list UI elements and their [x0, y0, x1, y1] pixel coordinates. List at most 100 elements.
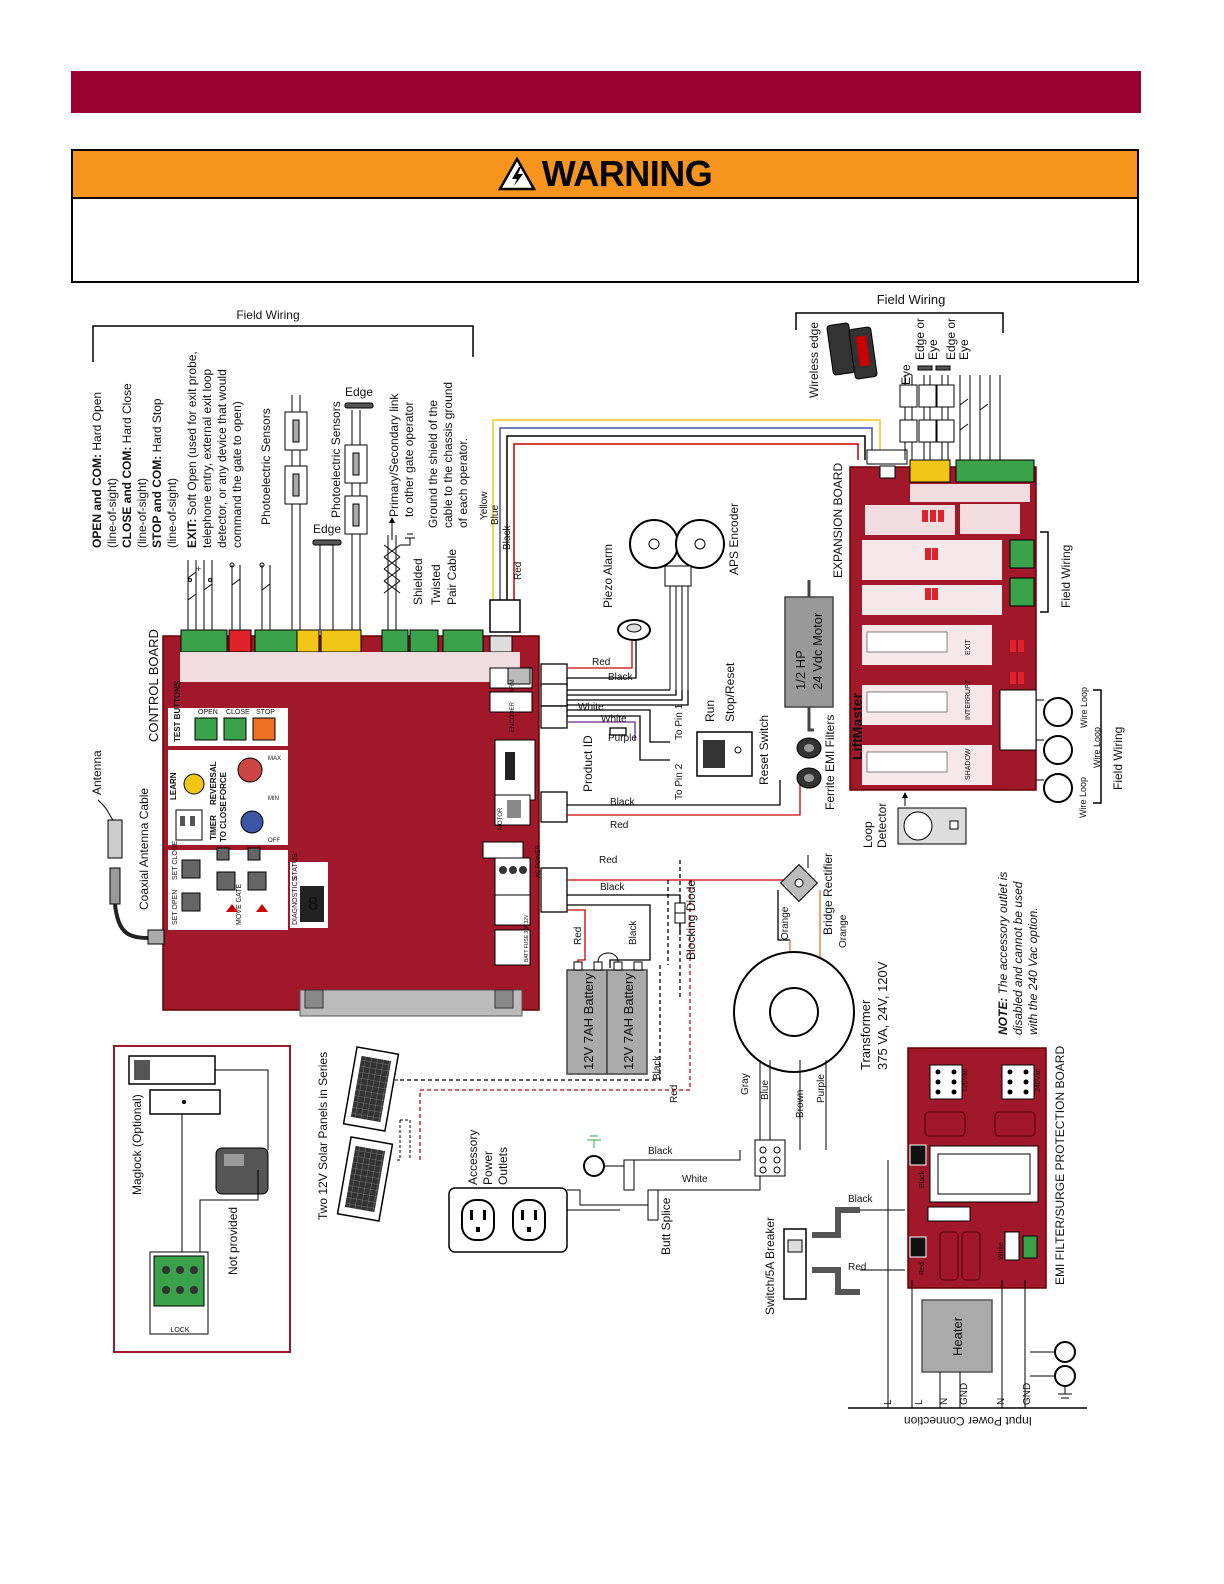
svg-text:with the 240 Vac option.: with the 240 Vac option.: [1026, 907, 1040, 1035]
svg-text:Wire Loop: Wire Loop: [1078, 777, 1088, 818]
svg-text:Not provided: Not provided: [226, 1207, 240, 1275]
svg-text:Black: Black: [608, 672, 633, 683]
svg-text:Black: Black: [648, 1146, 673, 1157]
motor: 1/2 HP 24 Vdc Motor Ferrite EMI Filters: [784, 580, 837, 810]
svg-text:Yellow: Yellow: [479, 491, 490, 520]
svg-text:Blue: Blue: [490, 505, 501, 525]
svg-text:(line-of-sight): (line-of-sight): [165, 478, 179, 548]
svg-text:Twisted: Twisted: [429, 564, 443, 605]
svg-text:FORCE: FORCE: [219, 771, 228, 800]
svg-text:L: L: [914, 1399, 925, 1405]
expansion-board: LiftMaster EXIT INTERRUPT SHADOW EXPANSI…: [831, 449, 1037, 791]
svg-text:Wire Loop: Wire Loop: [1079, 687, 1089, 728]
svg-text:Orange: Orange: [780, 906, 791, 940]
warning-title: WARNING: [541, 153, 713, 194]
svg-text:Red: Red: [610, 820, 628, 831]
svg-text:MIN: MIN: [268, 796, 279, 802]
solar-panels: Two 12V Solar Panels in Series: [316, 1046, 411, 1222]
switch-breaker: Black Red Switch/5A Breaker: [763, 1194, 905, 1315]
svg-text:MAX: MAX: [268, 756, 281, 762]
svg-text:REVERSAL: REVERSAL: [209, 761, 218, 805]
svg-text:24 Vdc Motor: 24 Vdc Motor: [810, 612, 825, 690]
svg-text:GND: GND: [1022, 1383, 1033, 1405]
svg-text:Orange: Orange: [838, 914, 849, 948]
svg-text:cable to the chassis ground: cable to the chassis ground: [441, 382, 455, 528]
svg-text:CLOSE and COM: Hard Close: CLOSE and COM: Hard Close: [120, 383, 134, 548]
svg-text:N: N: [939, 1398, 950, 1405]
svg-text:Maglock (Optional): Maglock (Optional): [130, 1094, 144, 1195]
svg-text:Power: Power: [481, 1151, 495, 1185]
svg-text:(line-of-sight): (line-of-sight): [135, 478, 149, 548]
svg-text:Blue: Blue: [760, 1080, 771, 1100]
control-terminals: [180, 629, 513, 653]
svg-text:1/2 HP: 1/2 HP: [793, 650, 808, 690]
svg-text:LiftMaster: LiftMaster: [849, 693, 865, 760]
svg-text:Accessory: Accessory: [466, 1130, 480, 1185]
control-board: TEST BUTTONS OPEN CLOSE STOP LEARN REVER…: [146, 629, 542, 1017]
svg-text:Antenna: Antenna: [90, 750, 104, 795]
control-inputs-text: OPEN and COM: Hard Open (line-of-sight) …: [90, 351, 470, 605]
control-board-label: CONTROL BOARD: [146, 629, 161, 742]
svg-text:TEST BUTTONS: TEST BUTTONS: [173, 680, 182, 742]
svg-text:detector, or any device that w: detector, or any device that would: [215, 369, 229, 548]
input-switches: +: [187, 395, 415, 630]
svg-text:Stop/Reset: Stop/Reset: [723, 662, 737, 722]
svg-text:Ground the shield of the: Ground the shield of the: [426, 400, 440, 528]
svg-text:LOCK: LOCK: [170, 1327, 189, 1334]
svg-text:MOVE GATE: MOVE GATE: [236, 884, 243, 925]
svg-text:TO CLOSE: TO CLOSE: [219, 801, 228, 842]
svg-text:BATT FUSE 30A 32V: BATT FUSE 30A 32V: [524, 914, 530, 962]
svg-text:N: N: [996, 1398, 1007, 1405]
svg-text:EMI FILTER/SURGE PROTECTION BO: EMI FILTER/SURGE PROTECTION BOARD: [1053, 1046, 1067, 1285]
warning-header: WARNING: [73, 151, 1137, 199]
svg-text:SET CLOSE: SET CLOSE: [172, 841, 179, 880]
svg-text:Black: Black: [502, 525, 513, 550]
svg-text:Reset Switch: Reset Switch: [757, 715, 771, 785]
svg-text:Edge: Edge: [313, 522, 341, 536]
svg-text:Brown: Brown: [795, 1090, 806, 1118]
svg-text:Gray: Gray: [740, 1073, 751, 1095]
emi-filter-board: 120Vac 240Vac Black Red White EMI FILTER…: [907, 1046, 1067, 1289]
svg-text:White: White: [578, 702, 604, 713]
svg-text:Photoelectric Sensors: Photoelectric Sensors: [329, 401, 343, 518]
svg-text:Edge or: Edge or: [944, 318, 958, 360]
svg-text:Purple: Purple: [608, 733, 637, 744]
svg-text:Wire Loop: Wire Loop: [1092, 727, 1102, 768]
svg-text:of each operator.: of each operator.: [456, 438, 470, 528]
svg-text:White: White: [682, 1174, 708, 1185]
svg-text:AC POWER: AC POWER: [536, 845, 542, 878]
svg-text:Black: Black: [652, 1055, 663, 1080]
svg-text:Black: Black: [919, 1170, 926, 1188]
note-text: NOTE: The accessory outlet is disabled a…: [996, 872, 1040, 1035]
svg-text:LEARN: LEARN: [169, 772, 178, 800]
svg-text:Bridge Rectifier: Bridge Rectifier: [821, 853, 835, 935]
svg-text:STOP and COM: Hard Stop: STOP and COM: Hard Stop: [150, 398, 164, 548]
svg-text:telephone entry, external exit: telephone entry, external exit loop: [200, 368, 214, 548]
svg-text:+: +: [196, 564, 201, 574]
svg-text:Blocking Diode: Blocking Diode: [684, 880, 698, 960]
svg-text:Wireless edge: Wireless edge: [807, 322, 821, 398]
svg-text:Red: Red: [669, 1085, 680, 1103]
svg-text:Loop: Loop: [861, 821, 875, 848]
svg-text:Run: Run: [703, 700, 717, 722]
svg-text:MOTOR: MOTOR: [498, 807, 504, 830]
loop-detector: Loop Detector: [861, 792, 967, 848]
svg-text:STATUS:: STATUS:: [292, 851, 299, 880]
title-bar: [71, 71, 1141, 113]
svg-text:Shielded: Shielded: [411, 558, 425, 605]
svg-text:Outlets: Outlets: [496, 1147, 510, 1185]
svg-text:240Vac: 240Vac: [1035, 1068, 1042, 1092]
svg-text:GND: GND: [959, 1383, 970, 1405]
svg-text:SHADOW: SHADOW: [965, 748, 972, 780]
svg-text:CLOSE: CLOSE: [226, 709, 250, 716]
piezo-alarm: Piezo Alarm: [601, 544, 651, 641]
svg-text:Red: Red: [599, 855, 617, 866]
svg-text:Coaxial Antenna Cable: Coaxial Antenna Cable: [137, 788, 151, 910]
svg-text:Red: Red: [919, 1262, 926, 1275]
svg-text:Eye: Eye: [926, 339, 940, 360]
svg-text:OPEN: OPEN: [198, 709, 218, 716]
svg-text:(line-of-sight): (line-of-sight): [105, 478, 119, 548]
svg-text:Field Wiring: Field Wiring: [877, 292, 946, 307]
batteries: 12V 7AH Battery 12V 7AH Battery: [566, 952, 648, 1075]
